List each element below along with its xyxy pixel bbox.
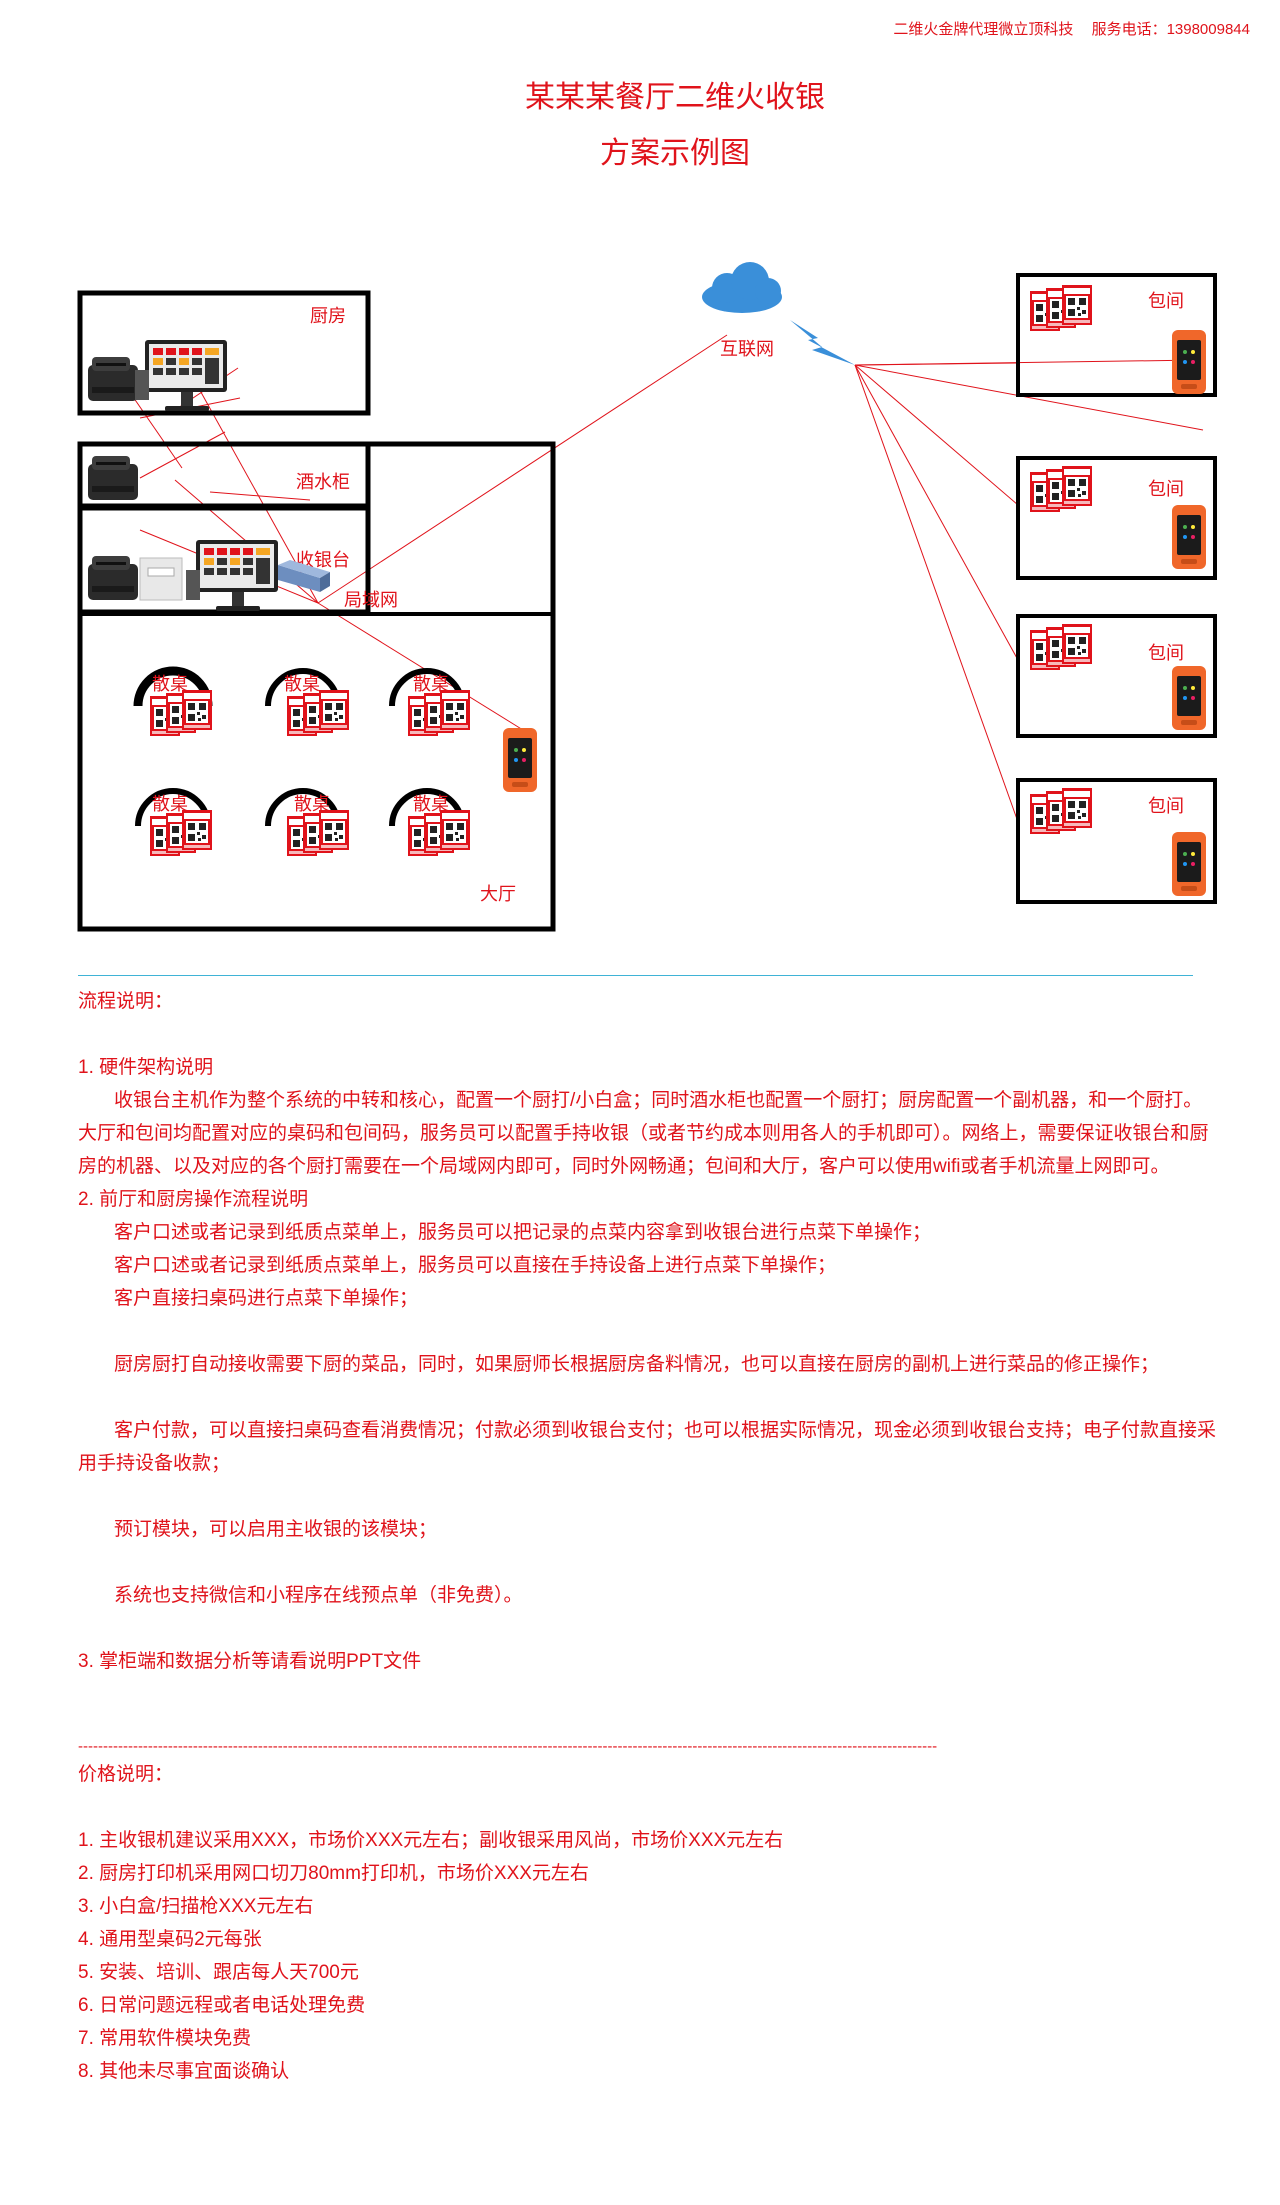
hall-table-4: 散桌 (135, 788, 212, 856)
hall-label: 大厅 (480, 884, 516, 904)
flow-s2-title: 2. 前厅和厨房操作流程说明 (78, 1189, 309, 1210)
hall-table-5: 散桌 (265, 788, 349, 856)
price-item: 8. 其他未尽事宜面谈确认 (78, 2061, 290, 2082)
svg-text:散桌: 散桌 (284, 674, 320, 694)
svg-text:散桌: 散桌 (413, 674, 449, 694)
flow-heading: 流程说明： (78, 991, 174, 1012)
svg-text:散桌: 散桌 (413, 794, 449, 814)
price-item: 4. 通用型桌码2元每张 (78, 1929, 262, 1950)
svg-text:包间: 包间 (1148, 796, 1184, 816)
flow-section: 流程说明： 1. 硬件架构说明 收银台主机作为整个系统的中转和核心，配置一个厨打… (78, 985, 1218, 1678)
switch-icon (278, 560, 330, 592)
white-box-icon (139, 557, 183, 601)
cashier-printer-icon (88, 556, 138, 600)
bar-printer-icon (88, 456, 138, 500)
internet-label: 互联网 (720, 339, 774, 359)
svg-text:散桌: 散桌 (152, 674, 188, 694)
flow-s2-paragraph-5: 系统也支持微信和小程序在线预点单（非免费）。 (114, 1585, 523, 1606)
hall-handheld-icon (503, 728, 537, 792)
price-item: 7. 常用软件模块免费 (78, 2028, 252, 2049)
hall-table-1: 散桌 (133, 666, 213, 736)
dashed-divider: ----------------------------------------… (78, 1738, 938, 1755)
private-room-3: 包间 (1016, 614, 1217, 738)
cashier-pos-icon (186, 540, 278, 611)
page-subtitle: 方案示例图 (600, 137, 750, 170)
flow-s2-paragraph-4: 预订模块，可以启用主收银的该模块； (114, 1519, 438, 1540)
price-item: 2. 厨房打印机采用网口切刀80mm打印机，市场价XXX元左右 (78, 1863, 589, 1884)
lan-label: 局域网 (344, 590, 398, 610)
flow-s2-paragraph-3: 客户付款，可以直接扫桌码查看消费情况；付款必须到收银台支付；也可以根据实际情况，… (78, 1420, 1217, 1474)
flow-s2-line-3: 客户直接扫桌码进行点菜下单操作； (114, 1288, 419, 1309)
flow-s1-title: 1. 硬件架构说明 (78, 1057, 214, 1078)
price-item: 3. 小白盒/扫描枪XXX元左右 (78, 1896, 314, 1917)
hall-table-3: 散桌 (389, 668, 470, 736)
svg-text:散桌: 散桌 (294, 794, 330, 814)
svg-text:包间: 包间 (1148, 479, 1184, 499)
section-divider (78, 975, 1193, 976)
cashier-label: 收银台 (296, 550, 350, 570)
flow-s2-paragraph-2: 厨房厨打自动接收需要下厨的菜品，同时，如果厨师长根据厨房备料情况，也可以直接在厨… (114, 1354, 1160, 1375)
kitchen-label: 厨房 (310, 306, 346, 326)
company-name: 二维火金牌代理微立顶科技 (893, 21, 1074, 38)
svg-text:包间: 包间 (1148, 291, 1184, 311)
kitchen-pos-icon (135, 340, 227, 411)
flow-s2-line-1: 客户口述或者记录到纸质点菜单上，服务员可以把记录的点菜内容拿到收银台进行点菜下单… (114, 1222, 932, 1243)
price-section: 价格说明： 1. 主收银机建议采用XXX，市场价XXX元左右；副收银采用风尚，市… (78, 1758, 1218, 2088)
private-room-2: 包间 (1016, 456, 1217, 580)
price-heading: 价格说明： (78, 1764, 174, 1785)
hall-table-6: 散桌 (389, 788, 470, 856)
private-room-4: 包间 (1016, 778, 1217, 904)
service-phone: 服务电话：1398009844 (1091, 21, 1250, 38)
private-room-1: 包间 (1016, 273, 1217, 397)
kitchen-box (77, 290, 371, 416)
price-item: 5. 安装、培训、跟店每人天700元 (78, 1962, 359, 1983)
internet-cloud-icon (702, 262, 855, 365)
flow-s1-paragraph: 收银台主机作为整个系统的中转和核心，配置一个厨打/小白盒；同时酒水柜也配置一个厨… (78, 1090, 1209, 1177)
page-title: 某某某餐厅二维火收银 (525, 81, 825, 114)
network-diagram: 厨房 酒水柜 收银台 局域网 散桌 散桌 散桌 散桌 (77, 262, 1217, 932)
price-item: 1. 主收银机建议采用XXX，市场价XXX元左右；副收银采用风尚，市场价XXX元… (78, 1830, 784, 1851)
flow-s2-line-2: 客户口述或者记录到纸质点菜单上，服务员可以直接在手持设备上进行点菜下单操作； (114, 1255, 837, 1276)
price-item: 6. 日常问题远程或者电话处理免费 (78, 1995, 366, 2016)
svg-text:包间: 包间 (1148, 643, 1184, 663)
hall-table-2: 散桌 (265, 668, 349, 736)
svg-text:散桌: 散桌 (152, 794, 188, 814)
flow-s3-title: 3. 掌柜端和数据分析等请看说明PPT文件 (78, 1651, 422, 1672)
kitchen-printer-icon (88, 357, 138, 401)
header-contact: 二维火金牌代理微立顶科技 服务电话：1398009844 (893, 18, 1250, 39)
bar-label: 酒水柜 (296, 472, 350, 492)
